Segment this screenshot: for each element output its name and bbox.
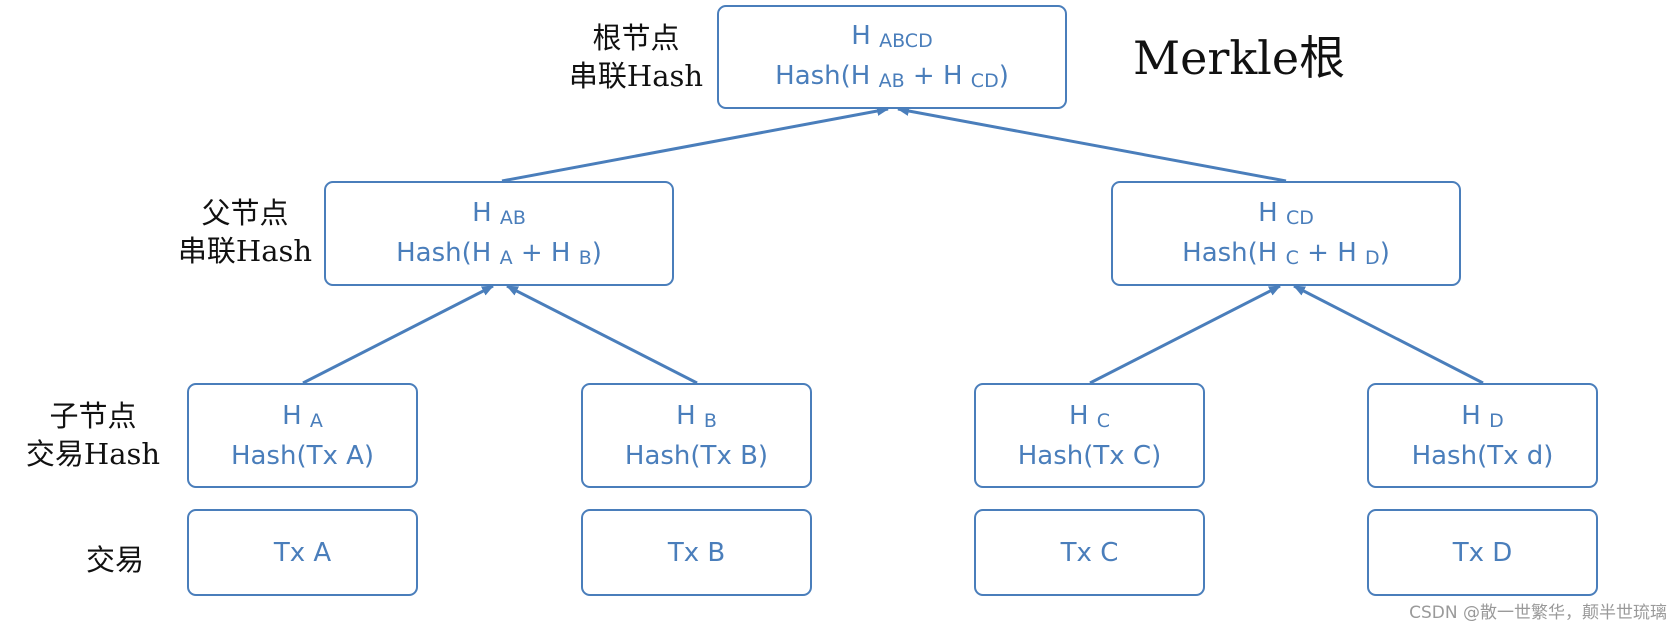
edge-ab-to-root [501,106,889,183]
node-root-formula-sub2: CD [970,70,999,92]
node-hab-hash: H AB [472,194,526,234]
tx-c: Tx C [974,509,1205,596]
node-hcd-formula-sub2: D [1365,246,1380,269]
node-hcd-hash-name: H [1258,197,1278,228]
row-label-parent: 父节点 串联Hash [175,194,315,270]
node-hab-formula: Hash(H A + H B) [396,234,602,274]
edge-b-to-ab [506,284,698,385]
node-hb-hash-name: H [676,400,696,431]
edge-a-to-ab [302,284,494,385]
watermark-text: CSDN @散一世繁华，颠半世琉璃 [1409,603,1667,623]
node-hc-hash-name: H [1068,400,1089,431]
node-ha-formula: Hash(Tx A) [230,440,375,471]
node-root-hash: H ABCD [851,17,932,57]
node-root-hash-sub: ABCD [879,30,933,52]
node-hcd-formula-post: ) [1379,237,1390,268]
node-hb-hash-sub: B [703,409,717,432]
node-hcd-hash: H CD [1258,194,1314,234]
tx-c-label: Tx C [1060,537,1119,568]
row-label-parent-line2: 串联Hash [177,234,313,268]
row-label-child-line2: 交易Hash [25,437,161,471]
node-ha-hash-name: H [282,400,302,431]
node-ha-hash-sub: A [309,409,323,432]
node-hab-hash-sub: AB [499,206,526,229]
tx-b-label: Tx B [667,537,726,568]
row-label-root-line1: 根节点 [592,21,680,55]
node-hcd-formula-pre: Hash(H [1182,237,1278,268]
node-hc: H C Hash(Tx C) [974,383,1205,488]
tx-a-label: Tx A [273,537,332,568]
row-label-transaction-line1: 交易 [85,543,144,577]
tx-a: Tx A [187,509,418,596]
node-hab-formula-sub2: B [578,246,592,269]
node-root-formula-sub1: AB [878,70,905,92]
node-hcd-formula-sub1: C [1285,246,1299,269]
row-label-parent-line1: 父节点 [201,196,289,230]
node-hb-hash: H B [676,397,717,437]
node-root-formula-post: ) [998,61,1009,91]
node-hcd: H CD Hash(H C + H D) [1111,181,1461,286]
node-hd-hash-name: H [1461,400,1481,431]
node-hb: H B Hash(Tx B) [581,383,812,488]
node-hc-hash-sub: C [1096,409,1111,432]
node-ha: H A Hash(Tx A) [187,383,418,488]
tx-d-label: Tx D [1452,537,1513,568]
node-hab-formula-post: ) [591,237,602,268]
node-root-formula: Hash(H AB + H CD) [775,57,1009,97]
edge-d-to-cd [1293,284,1484,385]
node-hcd-hash-sub: CD [1285,206,1314,229]
node-hd: H D Hash(Tx d) [1367,383,1598,488]
node-root-formula-pre: Hash(H [775,61,871,91]
diagram-title: Merkle根 [1133,31,1346,85]
row-label-child-line1: 子节点 [49,399,137,433]
row-label-child: 子节点 交易Hash [22,397,164,473]
node-root: H ABCD Hash(H AB + H CD) [717,5,1067,109]
node-root-formula-mid: + H [904,61,963,91]
row-label-root: 根节点 串联Hash [566,19,706,95]
node-hc-formula: Hash(Tx C) [1017,440,1162,471]
node-hab: H AB Hash(H A + H B) [324,181,674,286]
node-hd-formula: Hash(Tx d) [1411,440,1554,471]
node-hab-formula-pre: Hash(H [396,237,492,268]
node-hab-formula-sub1: A [499,246,513,269]
node-hab-hash-name: H [472,197,492,228]
node-hd-hash: H D [1461,397,1503,437]
node-root-hash-name: H [851,21,871,51]
node-hd-hash-sub: D [1489,409,1504,432]
node-hcd-formula-mid: + H [1298,237,1357,268]
edge-c-to-cd [1089,284,1281,385]
edge-cd-to-root [897,106,1287,183]
node-hc-hash: H C [1069,397,1110,437]
row-label-transaction: 交易 [60,541,170,579]
node-hab-formula-mid: + H [512,237,571,268]
tx-b: Tx B [581,509,812,596]
node-hb-formula: Hash(Tx B) [624,440,769,471]
node-hcd-formula: Hash(H C + H D) [1182,234,1390,274]
tx-d: Tx D [1367,509,1598,596]
node-ha-hash: H A [282,397,323,437]
row-label-root-line2: 串联Hash [568,59,704,93]
